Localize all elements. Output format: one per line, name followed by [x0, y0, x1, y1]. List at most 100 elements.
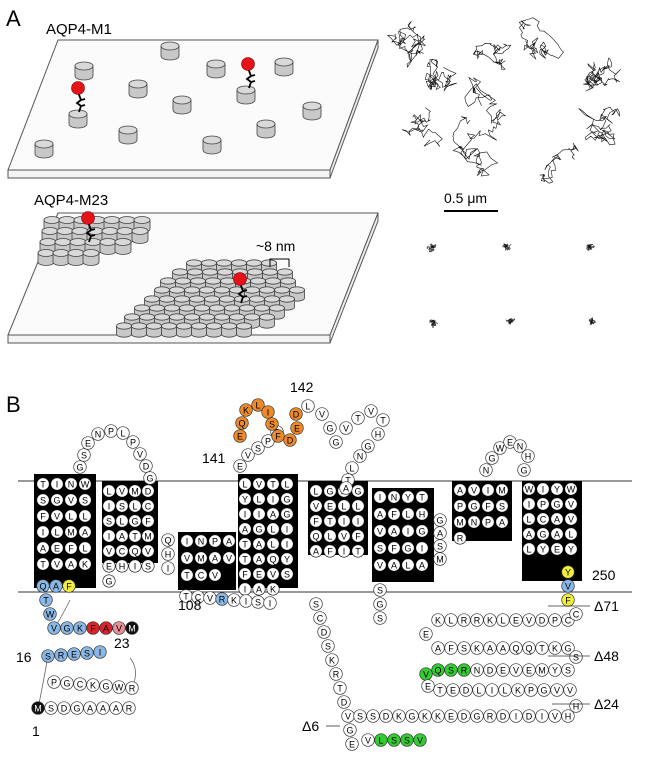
residue: H	[161, 547, 175, 561]
svg-text:P: P	[212, 536, 218, 546]
svg-text:R: R	[474, 615, 481, 625]
residue: M	[535, 663, 549, 677]
svg-text:G: G	[76, 462, 83, 472]
aqp4-channel	[256, 119, 276, 139]
svg-text:W: W	[525, 484, 534, 494]
residue: T	[433, 683, 447, 697]
svg-text:V: V	[343, 423, 349, 433]
residue: D	[457, 709, 471, 723]
svg-text:G: G	[255, 524, 262, 534]
residue: W	[493, 441, 507, 455]
svg-text:I: I	[167, 563, 170, 573]
residue: D	[317, 625, 331, 639]
svg-text:C: C	[540, 514, 547, 524]
svg-text:G: G	[283, 494, 290, 504]
residue: I	[93, 645, 107, 659]
svg-text:L: L	[305, 401, 310, 411]
residue: S	[366, 709, 380, 723]
svg-text:I: I	[108, 501, 111, 511]
svg-text:G: G	[436, 515, 443, 525]
svg-text:I: I	[186, 536, 189, 546]
residue: E	[421, 679, 435, 693]
svg-text:A: A	[212, 553, 218, 563]
svg-text:K: K	[231, 595, 237, 605]
residue: Q	[36, 579, 50, 593]
svg-text:V: V	[471, 485, 477, 495]
svg-text:D: D	[463, 685, 470, 695]
residue: V	[563, 683, 577, 697]
panel-a-label: A	[6, 6, 21, 31]
svg-text:K: K	[435, 615, 441, 625]
svg-text:Q: Q	[269, 554, 276, 564]
svg-text:L: L	[106, 486, 111, 496]
residue: S	[77, 448, 91, 462]
svg-text:T: T	[242, 554, 248, 564]
residue: V	[413, 733, 427, 747]
svg-text:A: A	[419, 560, 425, 570]
svg-text:A: A	[82, 527, 88, 537]
svg-text:V: V	[565, 581, 571, 591]
svg-text:S: S	[81, 450, 87, 460]
residue: G	[537, 683, 551, 697]
trajectory	[588, 317, 596, 326]
residue: E	[509, 613, 523, 627]
svg-text:A: A	[435, 643, 441, 653]
svg-text:T: T	[380, 415, 386, 425]
residue: A	[49, 579, 63, 593]
residue: K	[548, 641, 562, 655]
svg-text:E: E	[448, 711, 454, 721]
svg-text:V: V	[145, 546, 151, 556]
svg-text:K: K	[552, 643, 558, 653]
svg-text:P: P	[485, 517, 491, 527]
svg-text:L: L	[120, 428, 125, 438]
svg-text:G: G	[354, 486, 361, 496]
aqp4-channel	[279, 295, 295, 311]
svg-text:V: V	[567, 685, 573, 695]
svg-text:D: D	[321, 627, 328, 637]
residue: L	[472, 683, 486, 697]
svg-text:A: A	[313, 546, 319, 556]
svg-text:E: E	[54, 543, 60, 553]
tm-residues: LGHGVELLFTIIQLVFAFIT	[309, 484, 365, 558]
svg-text:A: A	[487, 643, 493, 653]
svg-text:D: D	[461, 711, 468, 721]
residue: G	[323, 421, 337, 435]
svg-text:A: A	[103, 623, 109, 633]
svg-text:D: D	[341, 697, 348, 707]
svg-text:M: M	[538, 665, 546, 675]
svg-text:A: A	[391, 526, 397, 536]
residue: T	[39, 593, 53, 607]
svg-text:G: G	[332, 437, 339, 447]
residue: F	[86, 621, 100, 635]
svg-text:K: K	[90, 680, 96, 690]
svg-text:T: T	[40, 559, 46, 569]
svg-text:R: R	[58, 650, 65, 660]
svg-text:W: W	[81, 479, 90, 489]
residue: K	[431, 709, 445, 723]
svg-text:S: S	[377, 613, 383, 623]
residue: V	[112, 621, 126, 635]
svg-text:V: V	[116, 623, 122, 633]
svg-text:I: I	[379, 492, 382, 502]
svg-text:V: V	[54, 511, 60, 521]
svg-text:F: F	[565, 595, 571, 605]
svg-text:R: R	[461, 615, 468, 625]
svg-text:Y: Y	[405, 492, 411, 502]
svg-text:F: F	[391, 509, 397, 519]
svg-text:Q: Q	[238, 418, 245, 428]
svg-text:F: F	[275, 431, 281, 441]
svg-text:T: T	[539, 643, 545, 653]
svg-text:G: G	[540, 685, 547, 695]
residue: T	[333, 681, 347, 695]
svg-text:N: N	[357, 451, 364, 461]
aqp4-channel	[99, 238, 117, 255]
residue: I	[161, 561, 175, 575]
svg-text:G: G	[376, 599, 383, 609]
svg-text:P: P	[130, 437, 136, 447]
svg-text:S: S	[448, 665, 454, 675]
svg-text:S: S	[370, 711, 376, 721]
svg-text:K: K	[474, 643, 480, 653]
